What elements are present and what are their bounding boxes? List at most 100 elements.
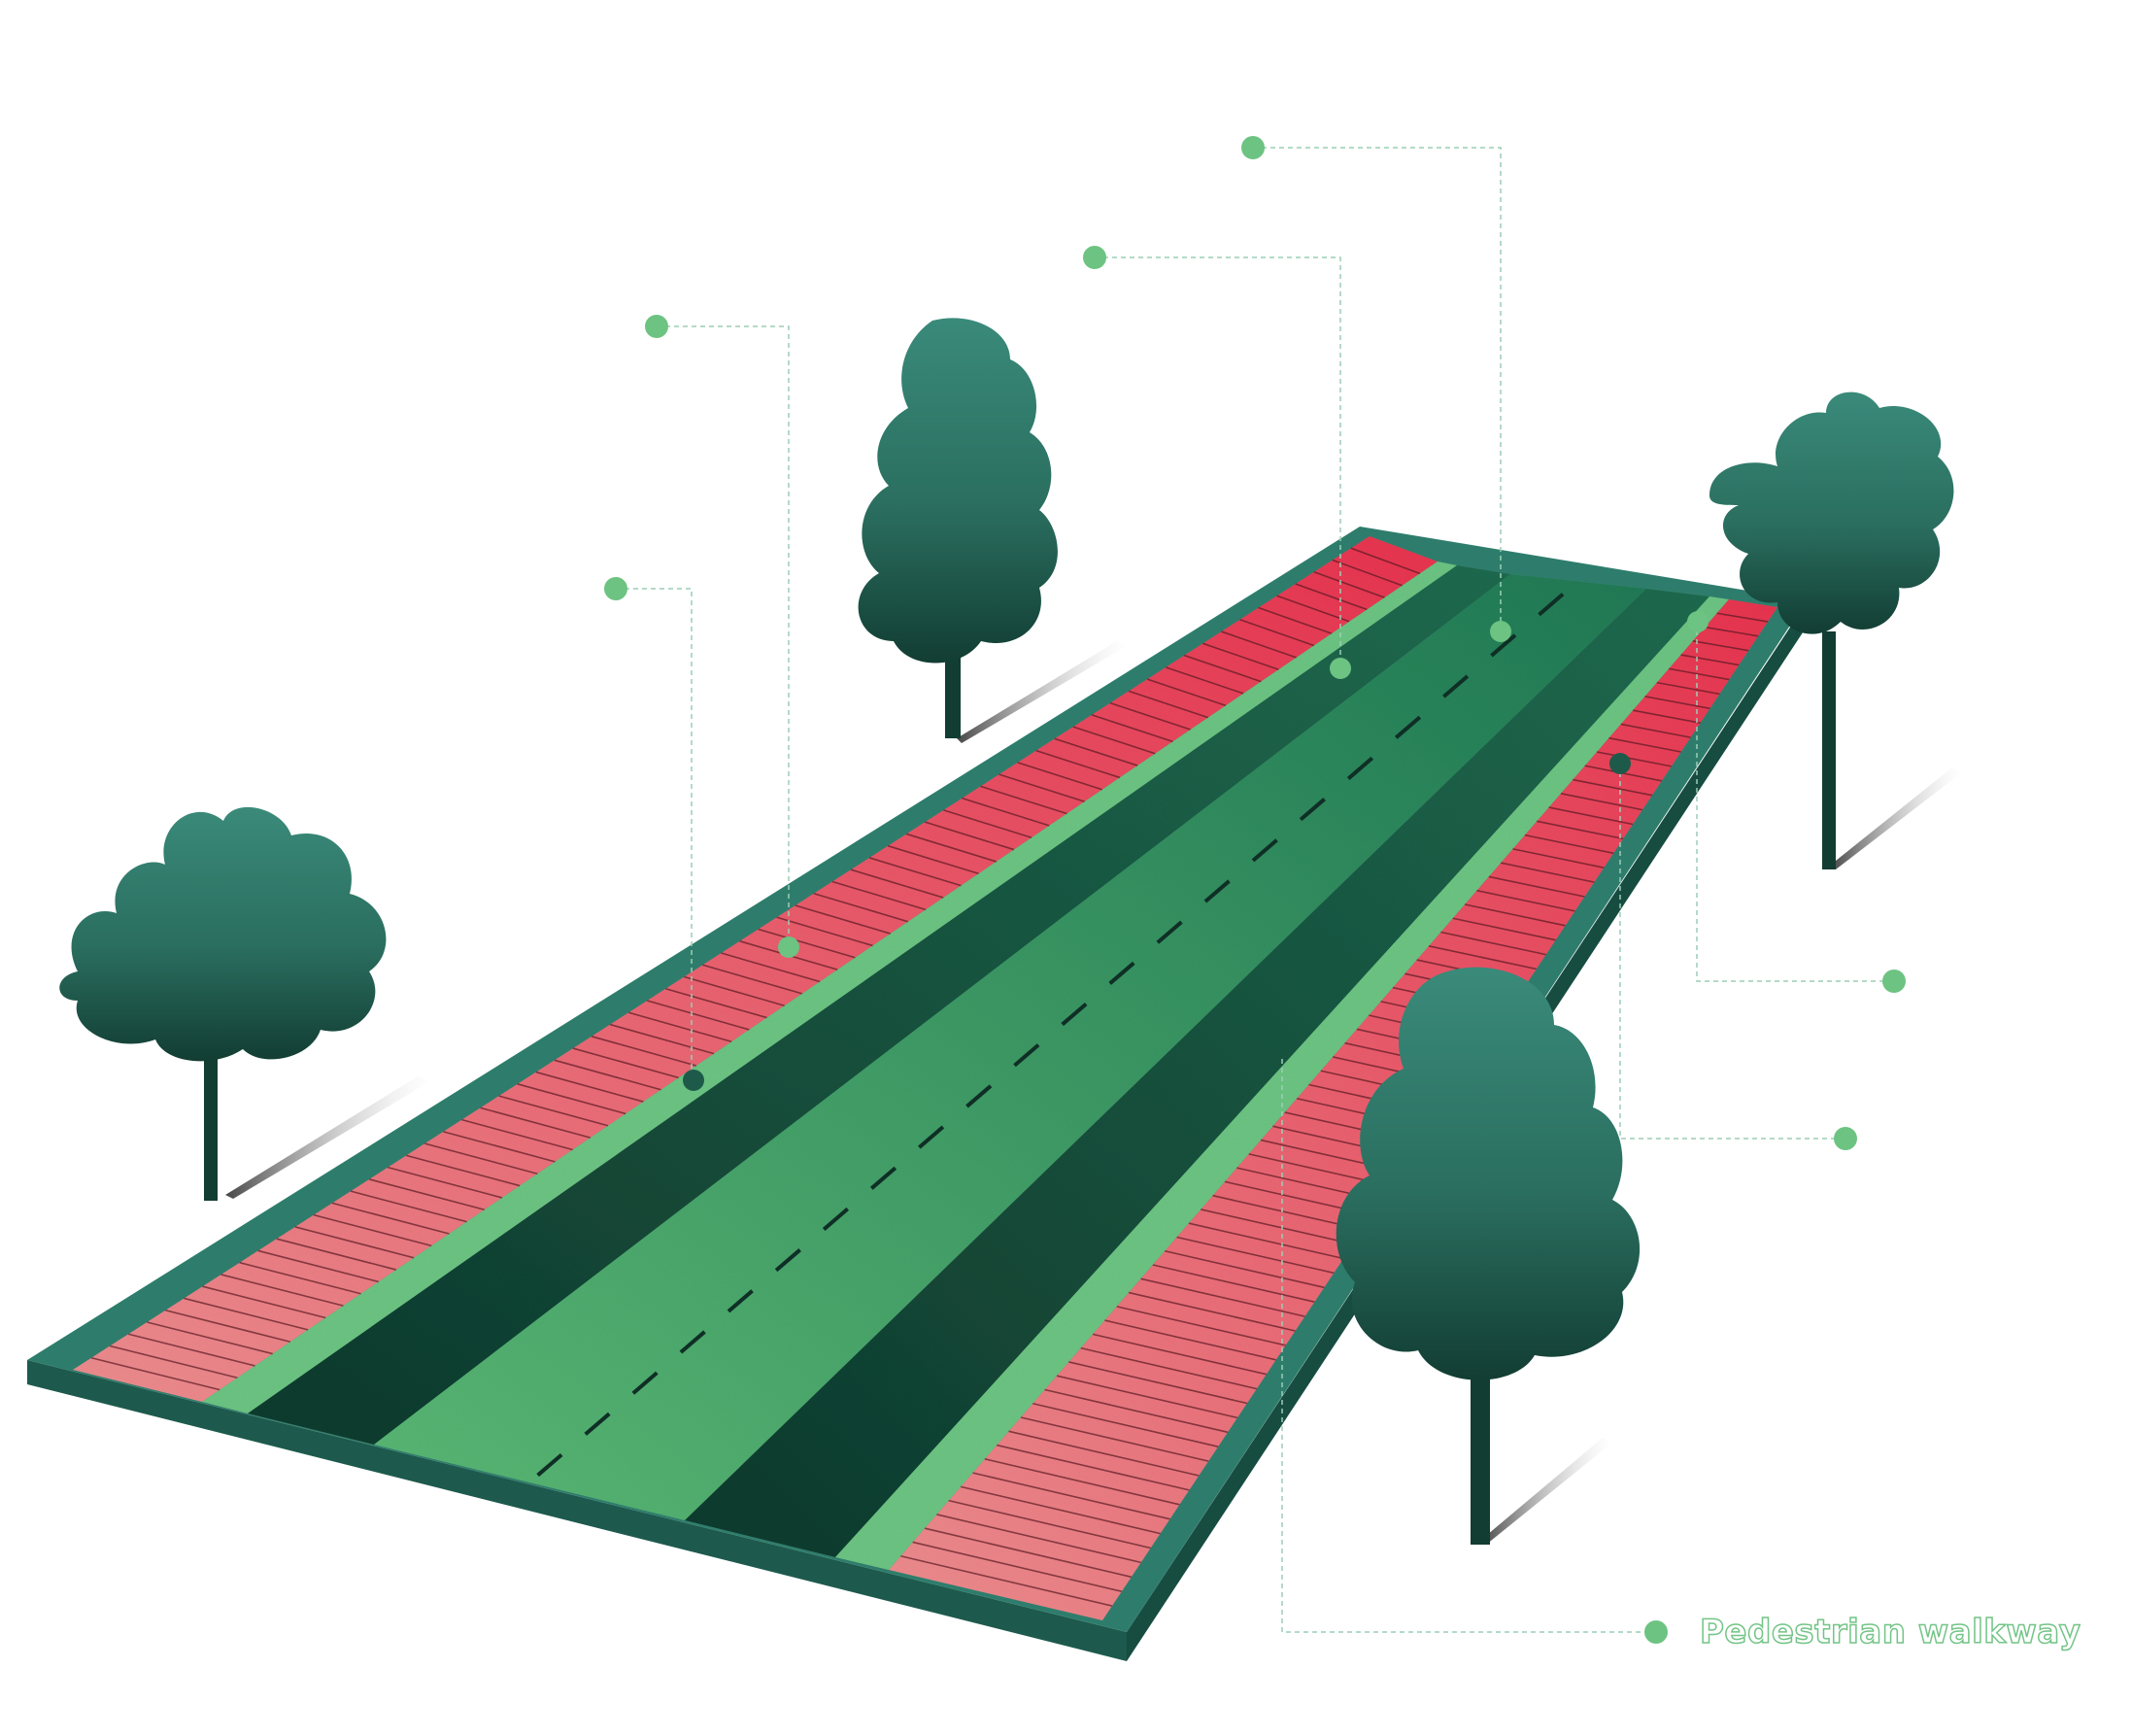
tile-line	[980, 785, 1067, 815]
marker-dot[interactable]	[1882, 970, 1906, 993]
lane-dash	[1013, 1043, 1040, 1068]
lane-dash	[1394, 715, 1422, 739]
tile-line	[1548, 806, 1634, 826]
tile-line	[813, 892, 909, 923]
tile-line	[1104, 1319, 1276, 1361]
tile-line	[925, 821, 1015, 851]
lane-dash	[1442, 674, 1470, 698]
marker-dot[interactable]	[1644, 1620, 1668, 1644]
tile-line	[972, 1472, 1170, 1520]
tile-line	[1295, 583, 1368, 611]
tile-line	[294, 1226, 415, 1259]
left-curb	[202, 562, 1457, 1413]
tile-line	[572, 1047, 679, 1079]
tile-line	[424, 1142, 538, 1174]
tile-line	[1332, 559, 1403, 587]
tile-line	[165, 1309, 291, 1343]
tile-line	[1068, 1361, 1248, 1405]
tile-line	[1276, 595, 1350, 623]
tile-line	[1035, 749, 1121, 779]
tile-line	[443, 1131, 556, 1163]
tile-line	[1176, 1236, 1335, 1275]
tile-line	[331, 1202, 450, 1235]
leader-5	[1696, 622, 1894, 982]
tree-back-right	[1709, 391, 1962, 869]
tree-front-right	[1336, 967, 1641, 1545]
tile-line	[1201, 1208, 1354, 1245]
lane-dash	[774, 1248, 801, 1273]
tile-line	[1165, 666, 1244, 695]
tile-line	[90, 1356, 220, 1391]
leader-2	[1095, 256, 1341, 668]
tile-line	[591, 1036, 697, 1067]
tile-line	[109, 1345, 238, 1379]
marker-dot[interactable]	[1241, 136, 1265, 159]
tile-line	[554, 1059, 661, 1091]
tile-line	[1044, 1388, 1229, 1434]
tile-line	[1428, 945, 1537, 970]
road-marker[interactable]	[1330, 658, 1351, 679]
pedestrian-walkway-label: Pedestrian walkway	[1699, 1612, 2081, 1652]
leader-4	[616, 588, 693, 1080]
tile-line	[1258, 606, 1333, 634]
lane-dash	[1108, 961, 1135, 985]
road-marker[interactable]	[1490, 621, 1511, 642]
tile-line	[943, 809, 1032, 838]
tile-line	[1669, 667, 1730, 681]
center-lane	[374, 574, 1646, 1520]
tile-line	[350, 1190, 467, 1223]
lane-dash	[918, 1125, 945, 1149]
tile-line	[480, 1106, 591, 1139]
tile-line	[702, 964, 803, 995]
tile-line	[1072, 726, 1156, 755]
tile-line	[924, 1527, 1132, 1579]
tile-line	[609, 1023, 715, 1055]
tile-line	[498, 1095, 609, 1127]
tile-line	[1537, 820, 1624, 840]
tile-line	[1692, 640, 1749, 652]
road-marker-dark[interactable]	[1609, 753, 1631, 774]
tile-line	[912, 1541, 1123, 1592]
tile-line	[517, 1083, 626, 1115]
road-marker-dark[interactable]	[683, 1070, 704, 1091]
tile-line	[1644, 696, 1710, 710]
tile-line	[1109, 701, 1191, 731]
tile-line	[276, 1238, 397, 1271]
tile-line	[905, 833, 997, 863]
tile-line	[776, 916, 873, 947]
tile-line	[997, 1444, 1190, 1491]
tile-line	[1705, 626, 1759, 637]
tile-line	[1680, 654, 1740, 666]
tile-line	[202, 1285, 326, 1319]
tile-line	[1716, 612, 1769, 623]
leader-7	[1281, 1059, 1656, 1633]
left-dark-lane	[248, 565, 1510, 1445]
road-marker[interactable]	[1687, 611, 1709, 632]
lane-dash	[1299, 798, 1326, 822]
tile-line	[1091, 714, 1173, 743]
markers	[604, 136, 1906, 1644]
marker-dot[interactable]	[645, 315, 668, 338]
tile-line	[646, 1000, 750, 1031]
tile-line	[535, 1071, 644, 1103]
tile-line	[1501, 862, 1595, 883]
tile-line	[1202, 642, 1279, 670]
tile-line	[962, 797, 1050, 827]
tile-line	[1188, 1222, 1344, 1260]
tile-line	[1056, 1375, 1238, 1419]
tile-line	[868, 857, 962, 887]
tile-line	[128, 1333, 255, 1367]
lane-dash	[1490, 633, 1517, 658]
lane-dash	[1538, 593, 1565, 617]
tile-line	[850, 868, 944, 899]
marker-dot[interactable]	[1834, 1127, 1857, 1150]
right-walkway	[889, 599, 1777, 1620]
tile-line	[1017, 762, 1102, 791]
road-strips	[73, 536, 1777, 1620]
tile-line	[257, 1249, 379, 1283]
road-marker[interactable]	[778, 936, 799, 958]
marker-dot[interactable]	[604, 577, 627, 600]
lane-dash	[1346, 756, 1374, 781]
marker-dot[interactable]	[1083, 246, 1106, 269]
